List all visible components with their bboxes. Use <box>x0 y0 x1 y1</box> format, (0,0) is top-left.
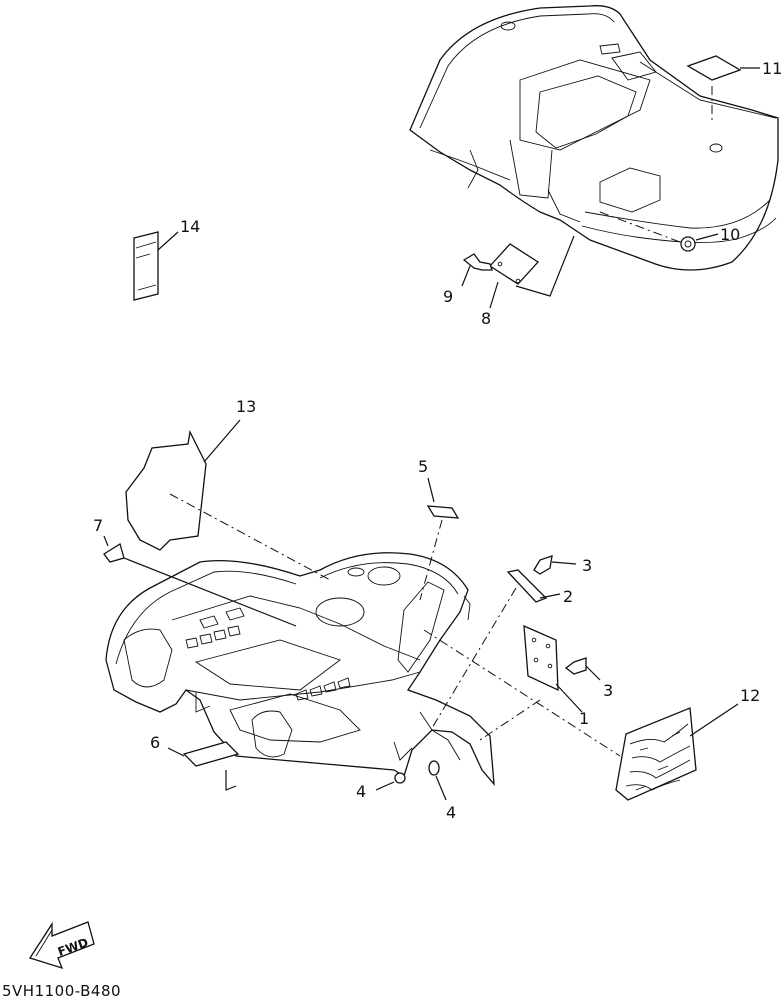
part-2-plate <box>431 569 561 729</box>
callout-11: 11 <box>762 59 782 78</box>
part-6-label <box>167 741 240 791</box>
callout-13: 13 <box>236 397 256 416</box>
callout-12: 12 <box>740 686 760 705</box>
part-14-label <box>133 231 179 301</box>
part-4-grommet-right <box>428 760 447 801</box>
part-1-plate <box>423 624 621 757</box>
front-fender <box>105 552 495 786</box>
callout-3-lower: 3 <box>603 681 613 700</box>
part-8-plate <box>489 235 575 309</box>
part-9-bolt <box>461 253 493 287</box>
callout-9: 9 <box>443 287 453 306</box>
callout-7: 7 <box>93 516 103 535</box>
callout-4-right: 4 <box>446 803 456 822</box>
part-3-bolt-upper <box>533 555 577 575</box>
part-11-label <box>686 55 760 124</box>
callout-2: 2 <box>563 587 573 606</box>
callout-4-left: 4 <box>356 782 366 801</box>
part-4-grommet-left <box>375 772 406 791</box>
callout-10: 10 <box>720 225 740 244</box>
part-12-flap <box>615 703 739 801</box>
part-5-label <box>419 477 460 601</box>
rear-fender <box>409 5 779 271</box>
part-7-cap <box>103 535 297 627</box>
callout-8: 8 <box>481 309 491 328</box>
callout-14: 14 <box>180 217 200 236</box>
callout-6: 6 <box>150 733 160 752</box>
part-10-grommet <box>599 211 719 252</box>
part-13-sheet <box>125 419 331 581</box>
callout-3-upper: 3 <box>582 556 592 575</box>
part-3-bolt-lower <box>564 657 601 681</box>
callout-1: 1 <box>579 709 589 728</box>
callout-5: 5 <box>418 457 428 476</box>
fwd-arrow-icon: FWD <box>28 921 95 970</box>
drawing-code: 5VH1100-B480 <box>2 982 122 1000</box>
